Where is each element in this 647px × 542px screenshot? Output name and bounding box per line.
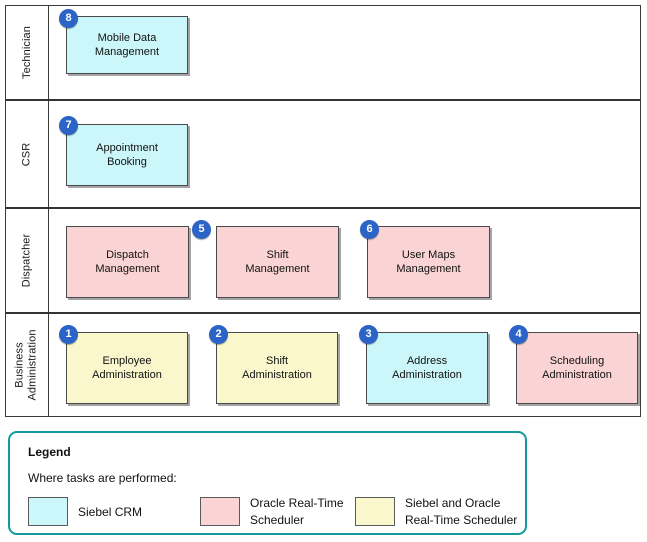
task-box-address-administration[interactable]: Address Administration (366, 332, 488, 404)
legend-label-siebel-crm: Siebel CRM (78, 505, 143, 519)
lane-body-business-administration: Employee Administration 1 Shift Administ… (49, 314, 640, 416)
legend-swatch-siebel-crm (28, 497, 68, 526)
task-box-shift-administration[interactable]: Shift Administration (216, 332, 338, 404)
lane-body-technician: Mobile Data Management 8 (49, 6, 640, 99)
legend-subtitle: Where tasks are performed: (28, 471, 177, 485)
legend-label-oracle-real-time-scheduler: Oracle Real-Time Scheduler (250, 496, 344, 527)
task-box-user-maps-management[interactable]: User Maps Management (367, 226, 490, 298)
task-badge-5[interactable]: 5 (192, 220, 211, 239)
legend-item-oracle-real-time-scheduler: Oracle Real-Time Scheduler (200, 495, 360, 529)
task-box-dispatch-management[interactable]: Dispatch Management (66, 226, 189, 298)
task-badge-6[interactable]: 6 (360, 220, 379, 239)
swimlane-business-administration: Business Administration Employee Adminis… (6, 314, 640, 416)
lane-label-csr: CSR (6, 101, 49, 207)
lane-body-dispatcher: Dispatch Management Shift Management 5 U… (49, 209, 640, 312)
task-badge-3[interactable]: 3 (359, 325, 378, 344)
swimlane-dispatcher: Dispatcher Dispatch Management Shift Man… (6, 209, 640, 314)
lane-body-csr: Appointment Booking 7 (49, 101, 640, 207)
task-badge-4[interactable]: 4 (509, 325, 528, 344)
legend-panel: Legend Where tasks are performed: Siebel… (8, 431, 527, 535)
task-box-employee-administration[interactable]: Employee Administration (66, 332, 188, 404)
task-box-appointment-booking[interactable]: Appointment Booking (66, 124, 188, 186)
lane-label-dispatcher: Dispatcher (6, 209, 49, 312)
task-badge-8[interactable]: 8 (59, 9, 78, 28)
swimlane-csr: CSR Appointment Booking 7 (6, 101, 640, 209)
legend-swatch-oracle-real-time-scheduler (200, 497, 240, 526)
task-badge-7[interactable]: 7 (59, 116, 78, 135)
legend-title: Legend (28, 445, 71, 459)
legend-swatch-siebel-and-oracle-real-time-scheduler (355, 497, 395, 526)
task-badge-1[interactable]: 1 (59, 325, 78, 344)
lane-label-text: Dispatcher (20, 233, 33, 288)
task-badge-2[interactable]: 2 (209, 325, 228, 344)
lane-label-text: Business Administration (14, 329, 40, 401)
legend-item-siebel-and-oracle-real-time-scheduler: Siebel and Oracle Real-Time Scheduler (355, 495, 530, 529)
task-box-shift-management[interactable]: Shift Management (216, 226, 339, 298)
legend-item-siebel-crm: Siebel CRM (28, 495, 178, 529)
lane-label-text: Technician (20, 26, 33, 79)
swimlane-grid: Technician Mobile Data Management 8 CSR … (5, 5, 641, 417)
lane-label-text: CSR (20, 142, 33, 166)
legend-label-siebel-and-oracle-real-time-scheduler: Siebel and Oracle Real-Time Scheduler (405, 496, 518, 527)
swimlane-technician: Technician Mobile Data Management 8 (6, 6, 640, 101)
task-box-mobile-data-management[interactable]: Mobile Data Management (66, 16, 188, 74)
lane-label-technician: Technician (6, 6, 49, 99)
lane-label-business-administration: Business Administration (6, 314, 49, 416)
task-box-scheduling-administration[interactable]: Scheduling Administration (516, 332, 638, 404)
